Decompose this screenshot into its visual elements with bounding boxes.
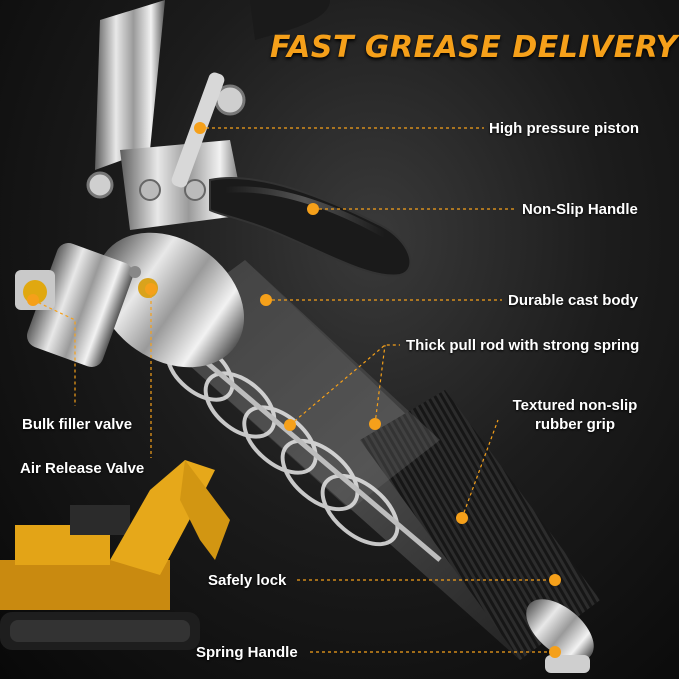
label-durable-cast-body: Durable cast body (508, 292, 639, 309)
label-air-release-valve: Air Release Valve (20, 460, 145, 477)
callout-dot-air (145, 283, 157, 295)
label-high-pressure-piston: High pressure piston (489, 120, 640, 137)
callout-dot-body (260, 294, 272, 306)
callout-line-filler (32, 299, 76, 406)
callout-dot-lock (549, 574, 561, 586)
callout-dot-filler (27, 294, 39, 306)
callout-dot-handle (307, 203, 319, 215)
excavator-image (0, 460, 230, 650)
callout-dot-spring (369, 418, 381, 430)
label-textured-grip-line1: Textured non-slip (512, 397, 638, 414)
callout-dot-piston (194, 122, 206, 134)
callout-line-rod-a (289, 344, 400, 426)
label-safely-lock: Safely lock (208, 572, 287, 589)
label-bulk-filler-valve: Bulk filler valve (22, 416, 133, 433)
callout-line-rod-b (374, 344, 386, 425)
non-slip-handle (209, 0, 412, 277)
headline: FAST GREASE DELIVERY (270, 30, 678, 65)
label-pull-rod-spring: Thick pull rod with strong spring (406, 337, 640, 354)
callout-dot-grip (456, 512, 468, 524)
grease-gun-head (15, 232, 245, 368)
label-non-slip-handle: Non-Slip Handle (522, 201, 638, 218)
label-textured-grip: Textured non-slip rubber grip (505, 396, 645, 434)
label-spring-handle: Spring Handle (196, 644, 298, 661)
label-textured-grip-line2: rubber grip (534, 416, 615, 433)
callout-dot-spring-handle (549, 646, 561, 658)
callout-dot-rod (284, 419, 296, 431)
